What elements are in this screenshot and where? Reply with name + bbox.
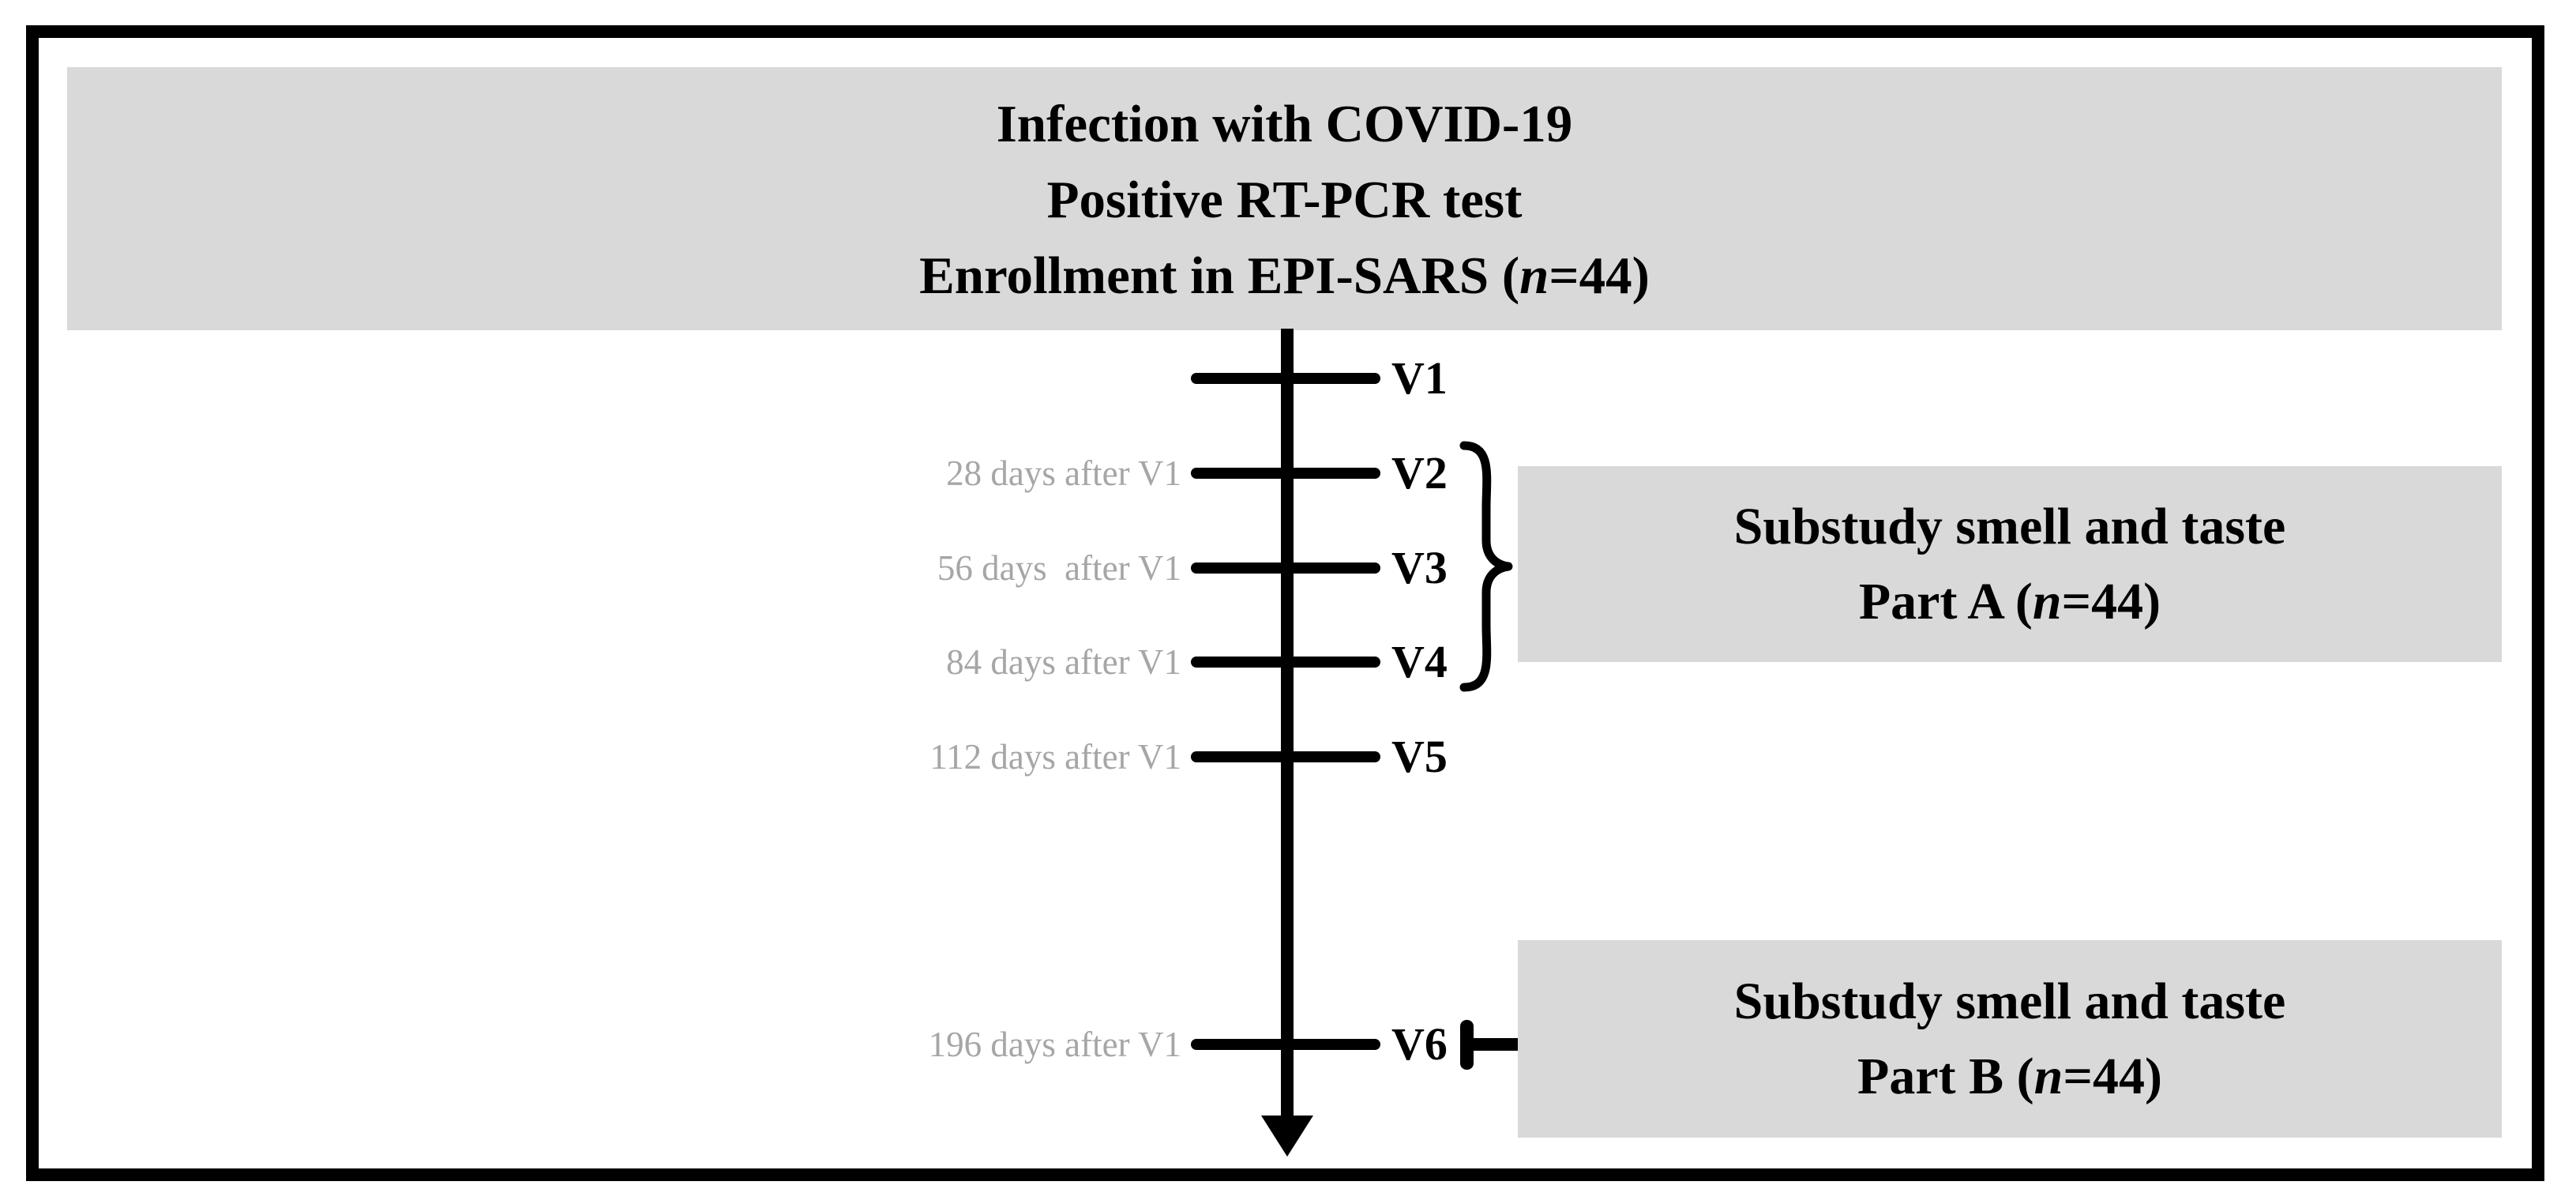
header-line-2: Positive RT-PCR test — [1046, 171, 1523, 229]
visit-label-v2: V2 — [1391, 447, 1448, 499]
header-line-3: Enrollment in EPI-SARS (n=44) — [919, 246, 1650, 305]
tick-v5 — [1191, 751, 1380, 762]
day-label-v6: 196 days after V1 — [928, 1025, 1181, 1064]
tick-v3 — [1191, 562, 1380, 574]
brace-icon — [1459, 441, 1513, 692]
substudy-part-a-box: Substudy smell and taste Part A (n=44) — [1518, 466, 2502, 662]
visit-label-v1: V1 — [1391, 352, 1448, 404]
visit-label-v5: V5 — [1391, 731, 1448, 782]
visit-label-v4: V4 — [1391, 636, 1448, 687]
tick-v1 — [1191, 373, 1380, 384]
day-label-v3: 56 days after V1 — [937, 548, 1181, 588]
substudy-part-b-box: Substudy smell and taste Part B (n=44) — [1518, 940, 2502, 1138]
visit-label-v3: V3 — [1391, 542, 1448, 593]
day-label-v4: 84 days after V1 — [946, 642, 1181, 682]
italic-n: n — [1519, 246, 1549, 305]
tick-v4 — [1191, 657, 1380, 668]
substudy-a-line-1: Substudy smell and taste — [1733, 498, 2286, 555]
italic-n: n — [2032, 573, 2062, 630]
italic-n: n — [2033, 1048, 2063, 1105]
header-line-1: Infection with COVID-19 — [996, 95, 1573, 153]
timeline-axis — [1281, 329, 1294, 1119]
figure-border — [26, 25, 2544, 1181]
enrollment-header-box: Infection with COVID-19 Positive RT-PCR … — [67, 67, 2502, 330]
v6-connector-line — [1466, 1038, 1518, 1051]
day-label-v2: 28 days after V1 — [946, 453, 1181, 493]
substudy-a-line-2: Part A (n=44) — [1858, 573, 2161, 630]
tick-v2 — [1191, 468, 1380, 479]
day-label-v5: 112 days after V1 — [929, 737, 1181, 777]
timeline-arrowhead-icon — [1261, 1116, 1313, 1157]
substudy-b-line-2: Part B (n=44) — [1857, 1048, 2162, 1105]
visit-label-v6: V6 — [1391, 1018, 1448, 1070]
tick-v6 — [1191, 1039, 1380, 1050]
substudy-b-line-1: Substudy smell and taste — [1733, 973, 2286, 1030]
